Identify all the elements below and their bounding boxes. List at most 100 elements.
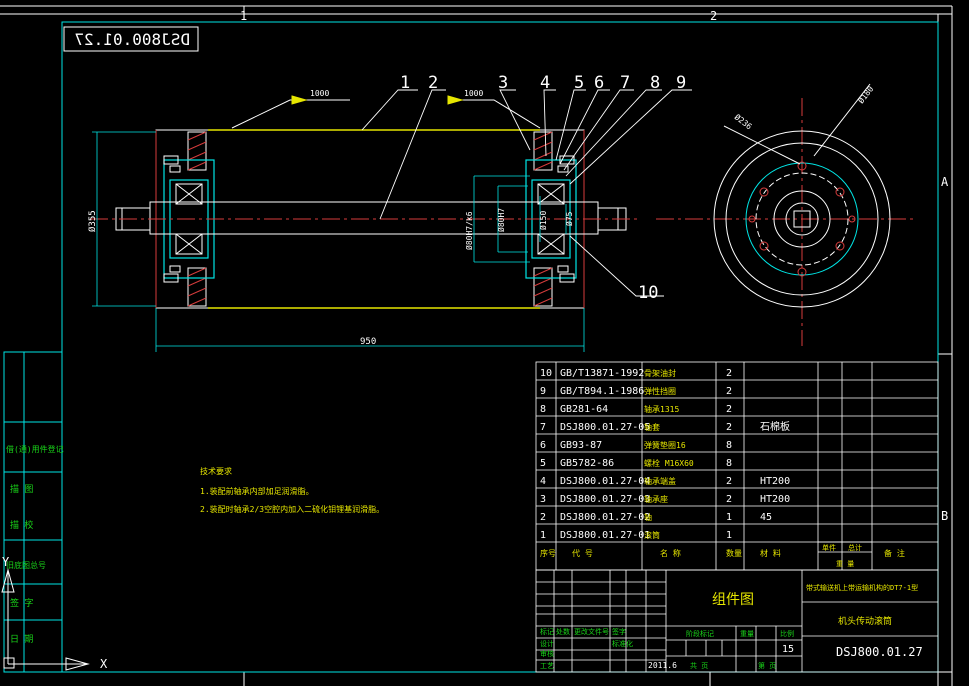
side-label-registry: 借(通)用件登记 [6,444,64,454]
dim-left-dia: Ø355 [87,210,98,232]
tb-label-sheet: 共 页 [690,661,708,670]
bom-cell-qty: 1 [726,512,732,523]
bom-cell-code: DSJ800.01.27-01 [560,530,650,541]
balloon-2: 2 [428,73,438,93]
bom-header-weight: 重 量 [836,560,854,568]
dim-end-dia-1: Ø236 [733,112,754,132]
weld-label-1: 1000 [310,89,329,98]
bom-cell-code: GB/T894.1-1986 [560,386,644,397]
zone-letter-A: A [941,175,949,189]
balloon-4: 4 [540,73,550,93]
bom-header-name: 名 称 [660,548,681,558]
balloon-6: 6 [594,73,604,93]
bom-cell-qty: 2 [726,386,732,397]
bom-cell-no: 10 [540,368,552,379]
ucs-icon [1,568,90,671]
balloon-5: 5 [574,73,584,93]
bom-header-unit: 单件 [822,543,836,552]
bom-cell-qty: 2 [726,476,732,487]
bom-cell-qty: 2 [726,422,732,433]
svg-text:DSJ800.01.27: DSJ800.01.27 [74,30,190,49]
title-block-grid [535,569,939,673]
tb-label-approver: 工艺 [540,662,554,670]
bom-cell-code: GB5782-86 [560,458,614,469]
bom-header-no: 序号 [540,548,556,558]
bom-cell-qty: 2 [726,404,732,415]
bom-header-note: 备 注 [884,548,905,558]
bom-header-material: 材 料 [760,548,781,558]
dimension-lines [92,131,585,352]
dim-length: 950 [360,337,376,347]
section-view [90,129,640,309]
inner-frame [61,21,939,673]
tb-label-std: 标准化 [612,639,633,648]
bom-cell-code: DSJ800.01.27-05 [560,422,650,433]
bom-cell-no: 7 [540,422,546,433]
tb-scale-value: 15 [782,644,794,655]
bom-cell-qty: 2 [726,494,732,505]
bom-cell-code: GB93-87 [560,440,602,451]
dim-bearing-dia-1: Ø150 [538,211,548,230]
side-label-old-no: 旧底图总号 [6,560,46,570]
side-label-date: 日 期 [10,634,33,645]
tech-note-1: 1.装配前轴承内部加足润滑脂。 [200,486,314,496]
dim-end-dia-2: Ø180 [856,84,876,105]
bom-cell-no: 5 [540,458,546,469]
balloon-8: 8 [650,73,660,93]
bom-cell-name: 轴承端盖 [644,476,676,486]
balloon-9: 9 [676,73,686,93]
bom-cell-name: 轴 [644,512,652,522]
bom-cell-no: 4 [540,476,546,487]
bom-cell-qty: 2 [726,368,732,379]
dim-bearing-dia-2: Ø75 [564,211,574,226]
tb-drawing-type: 组件图 [712,592,754,608]
tb-label-designer: 设计 [540,639,554,648]
mirrored-drawing-number: DSJ800.01.27 [63,26,199,52]
dim-bearing-seat-2: Ø80H7 [496,208,506,232]
zone-number-2: 2 [710,9,717,23]
bom-cell-name: 弹簧垫圈16 [644,440,686,450]
bom-cell-qty: 8 [726,440,732,451]
bom-cell-material: 石棉板 [760,420,790,433]
bom-cell-material: 45 [760,512,772,523]
bom-cell-no: 1 [540,530,546,541]
tech-note-2: 2.装配时轴承2/3空腔内加入二硫化钼锂基润滑脂。 [200,504,384,514]
bom-header-total: 总计 [848,543,862,552]
bom-cell-no: 2 [540,512,546,523]
bom-cell-name: 螺栓 M16X60 [644,458,694,468]
side-label-sign: 签 字 [10,597,33,609]
bom-cell-material: HT200 [760,494,790,505]
balloon-1: 1 [400,73,410,93]
tb-date: 2011.6 [648,661,677,670]
bom-cell-code: GB281-64 [560,404,608,415]
tb-label-weight: 重量 [740,630,754,638]
end-view [656,83,916,346]
side-strip [3,351,63,673]
tb-label-ratio: 比例 [780,629,794,638]
bom-cell-material: HT200 [760,476,790,487]
bom-cell-name: 轴承座 [644,494,668,504]
tb-label-sign: 签字 [612,627,626,636]
bom-cell-code: DSJ800.01.27-02 [560,512,650,523]
bom-cell-name: 轴套 [644,422,660,432]
tb-part-name: 机头传动滚筒 [838,615,892,627]
balloon-leaders [361,89,692,297]
bom-cell-qty: 1 [726,530,732,541]
dim-bearing-seat-1: Ø80H7/k6 [464,211,474,250]
bom-cell-code: DSJ800.01.27-04 [560,476,650,487]
balloon-7: 7 [620,73,630,93]
bom-cell-name: 骨架油封 [644,368,676,378]
balloon-10: 10 [638,283,658,303]
tb-label-zones: 处数 [556,627,570,636]
bom-cell-name: 滚筒 [644,530,660,540]
bom-cell-no: 3 [540,494,546,505]
weld-label-2: 1000 [464,89,483,98]
bom-cell-no: 9 [540,386,546,397]
tb-project: 带式输送机上带运输机构的DT7-1型 [806,583,918,592]
bom-header-code: 代 号 [572,548,593,558]
ucs-y: Y [2,555,10,569]
bom-cell-no: 8 [540,404,546,415]
bom-cell-qty: 8 [726,458,732,469]
